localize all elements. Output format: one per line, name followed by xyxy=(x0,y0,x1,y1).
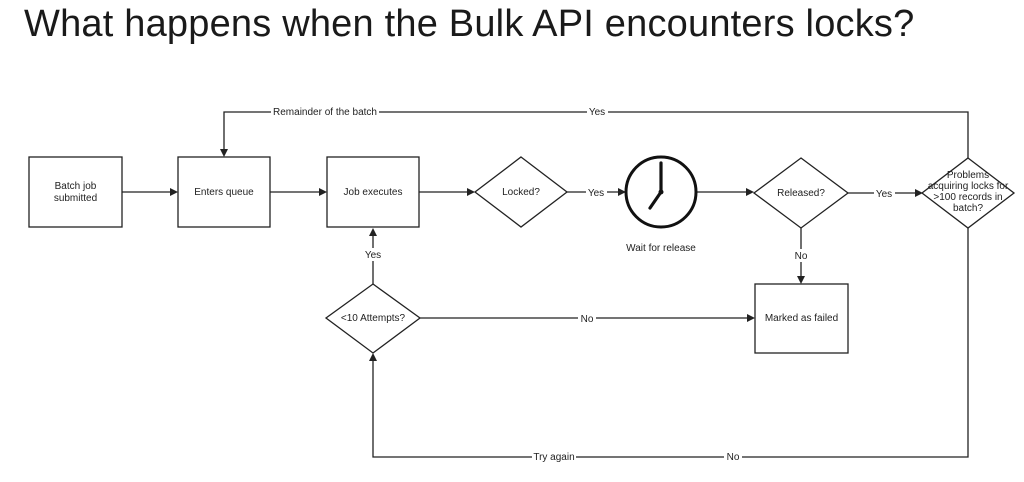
node-attempts-decision: <10 Attempts? xyxy=(324,283,422,354)
svg-text:Try again: Try again xyxy=(533,452,574,463)
svg-text:Yes: Yes xyxy=(876,189,892,200)
arrowhead xyxy=(220,149,228,157)
svg-text:Yes: Yes xyxy=(589,107,605,118)
node-locked-decision: Locked? xyxy=(473,156,569,228)
svg-text:Batch job: Batch job xyxy=(55,181,97,192)
svg-text:Problems: Problems xyxy=(947,170,989,181)
edge-label-bottom-no: No xyxy=(724,450,742,463)
arrowhead xyxy=(797,276,805,284)
edge-label-released-yes: Yes xyxy=(874,187,895,200)
node-released-decision: Released? xyxy=(752,157,850,229)
svg-text:>100 records in: >100 records in xyxy=(933,192,1002,203)
svg-text:Locked?: Locked? xyxy=(502,187,540,198)
clock-icon xyxy=(624,155,698,229)
svg-text:Yes: Yes xyxy=(365,250,381,261)
arrowhead xyxy=(915,189,923,197)
arrowhead xyxy=(747,314,755,322)
arrowhead xyxy=(618,188,626,196)
arrowhead xyxy=(369,353,377,361)
page-title: What happens when the Bulk API encounter… xyxy=(24,3,915,45)
arrowhead xyxy=(467,188,475,196)
node-job-executes: Job executes xyxy=(326,156,420,228)
node-marked-failed: Marked as failed xyxy=(754,283,849,354)
svg-text:No: No xyxy=(795,251,808,262)
edge-label-remainder: Remainder of the batch xyxy=(271,105,379,118)
node-problems-decision: Problems acquiring locks for >100 record… xyxy=(920,157,1016,229)
node-enters-queue: Enters queue xyxy=(177,156,271,228)
edge-problems-yes-loop xyxy=(223,111,969,158)
svg-text:<10 Attempts?: <10 Attempts? xyxy=(341,313,406,324)
edge-label-attempts-no: No xyxy=(578,312,596,325)
arrowhead xyxy=(746,188,754,196)
svg-text:No: No xyxy=(581,314,594,325)
edge-problems-no-loop xyxy=(372,228,969,458)
edge-label-attempts-yes: Yes xyxy=(362,248,384,261)
svg-text:Marked as failed: Marked as failed xyxy=(765,313,838,324)
svg-text:Yes: Yes xyxy=(588,188,604,199)
edge-label-top-yes: Yes xyxy=(587,105,608,118)
svg-text:Enters queue: Enters queue xyxy=(194,187,254,198)
edge-label-released-no: No xyxy=(792,249,810,262)
svg-text:acquiring locks for: acquiring locks for xyxy=(928,181,1009,192)
svg-text:submitted: submitted xyxy=(54,193,97,204)
edge-label-try-again: Try again xyxy=(532,450,576,463)
arrowhead xyxy=(170,188,178,196)
svg-text:batch?: batch? xyxy=(953,203,983,214)
svg-text:Released?: Released? xyxy=(777,188,825,199)
node-batch-submitted: Batch job submitted xyxy=(28,156,123,228)
arrowhead xyxy=(369,228,377,236)
svg-text:Job executes: Job executes xyxy=(344,187,403,198)
svg-text:Remainder of the batch: Remainder of the batch xyxy=(273,107,377,118)
wait-for-release-label: Wait for release xyxy=(626,243,696,254)
svg-text:No: No xyxy=(727,452,740,463)
arrowhead xyxy=(319,188,327,196)
edge-label-locked-yes: Yes xyxy=(586,186,607,199)
